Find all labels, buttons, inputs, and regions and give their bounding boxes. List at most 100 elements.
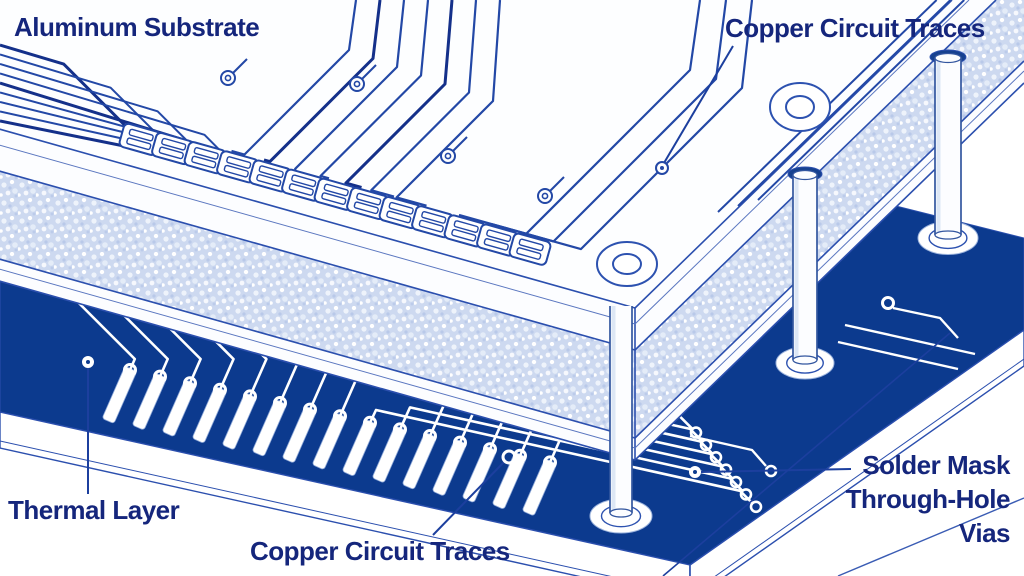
pad-ring: [153, 369, 167, 384]
pad-ring: [123, 363, 137, 377]
pad-ring: [333, 409, 347, 424]
leader-dot-center: [86, 360, 90, 364]
pin-bottom-cap: [934, 230, 962, 240]
label-copper-traces-top: Copper Circuit Traces: [725, 13, 985, 43]
label-solder-mask-vias: Solder Mask Through-Hole Vias: [845, 448, 1011, 550]
through-hole-via-pin: [589, 306, 653, 534]
pin-top-cap: [792, 169, 818, 181]
copper-trace-lower: [892, 306, 959, 339]
copper-trace-lower: [108, 299, 169, 378]
copper-trace-upper: [231, 0, 358, 156]
copper-trace-lower: [62, 287, 137, 371]
copper-trace-upper: [0, 53, 159, 136]
leader-copper-top: [663, 45, 734, 164]
through-hole-via-pin: [917, 49, 979, 255]
copper-trace-upper: [0, 72, 224, 154]
copper-trace-lower: [837, 340, 959, 371]
copper-trace-corner: [757, 0, 965, 201]
pin-shade: [936, 58, 941, 235]
pad-ring: [273, 396, 287, 410]
via-hole: [224, 74, 232, 82]
smd-pad: [346, 186, 389, 220]
leader-dot-center: [660, 166, 664, 170]
through-hole-pins: [589, 49, 979, 534]
smd-pad: [508, 232, 552, 266]
pad-ring: [423, 429, 437, 443]
copper-trace-upper: [344, 0, 454, 189]
lower-board-front-face: [0, 411, 691, 576]
smd-pad: [183, 141, 227, 175]
label-through-hole: Through-Hole: [845, 484, 1011, 514]
label-thermal-layer: Thermal Layer: [8, 495, 180, 525]
trace-terminal-ring: [739, 488, 753, 501]
copper-trace-upper: [370, 0, 478, 198]
pin-bottom-cap: [792, 355, 818, 365]
trace-terminal-ring: [729, 475, 743, 489]
lower-board-copper-details: [62, 287, 976, 516]
copper-trace-upper: [319, 0, 430, 180]
pad-ring: [393, 422, 407, 437]
through-hole-via-pin: [775, 166, 835, 380]
pad-ring: [453, 435, 467, 450]
upper-board-copper-details: [0, 0, 965, 266]
pin-shade: [794, 175, 799, 360]
smd-pad: [151, 132, 194, 166]
pad-ring: [243, 389, 257, 404]
leader-dot-center: [693, 470, 697, 474]
copper-trace-lower: [398, 406, 743, 492]
via-hole: [353, 80, 361, 88]
mounting-hole: [785, 95, 815, 119]
copper-trace-corner: [737, 0, 952, 207]
via-stub: [361, 64, 377, 80]
pin-bottom-cap: [609, 508, 633, 518]
via-ring: [537, 188, 553, 204]
leader-lines: [82, 45, 951, 576]
copper-trace-upper: [491, 0, 728, 243]
pad-ring: [183, 376, 197, 391]
right-face-line: [714, 358, 1024, 576]
front-face-line: [0, 440, 612, 576]
pin-shade: [611, 306, 616, 513]
leader-dot-copper-bottom: [501, 449, 517, 465]
via-hole: [541, 192, 549, 200]
front-laminate-top: [0, 129, 635, 350]
right-aluminum-core: [635, 0, 1024, 438]
copper-trace-upper: [294, 0, 406, 171]
copper-trace-upper: [0, 63, 191, 145]
pad-ring: [213, 382, 227, 397]
mounting-hole: [612, 253, 642, 275]
leader-solder-mask: [700, 468, 852, 473]
label-solder-mask: Solder Mask: [862, 450, 1010, 480]
via-ring: [440, 148, 456, 164]
label-vias: Vias: [958, 518, 1011, 548]
copper-trace-upper: [263, 0, 382, 164]
pad-ring: [543, 455, 557, 470]
pad-ring: [303, 402, 317, 417]
label-aluminum-substrate: Aluminum Substrate: [14, 12, 260, 42]
trace-terminal-ring: [881, 296, 895, 310]
leader-vias: [662, 332, 951, 576]
front-laminate-bottom: [0, 259, 635, 460]
stray-edge-line: [837, 497, 1024, 576]
via-hole: [444, 152, 452, 160]
via-stub: [452, 136, 468, 152]
smd-pad: [118, 122, 162, 156]
pad-ring: [483, 442, 497, 457]
front-aluminum-core: [0, 171, 635, 438]
pad-ring: [363, 415, 377, 430]
trace-terminal-ring: [749, 500, 763, 514]
copper-trace-lower: [689, 434, 767, 467]
leader-copper-bottom: [432, 460, 506, 536]
label-copper-traces-bottom: Copper Circuit Traces: [250, 536, 510, 566]
mounting-holes: [596, 82, 831, 287]
copper-trace-lower: [368, 408, 753, 504]
copper-trace-lower: [844, 323, 976, 356]
trace-terminal-ring: [719, 463, 733, 476]
lower-board-right-face: [689, 329, 1024, 576]
via-stub: [232, 58, 248, 74]
right-laminate-bottom: [635, 61, 1024, 460]
via-ring: [220, 70, 236, 86]
trace-terminal-ring: [709, 450, 723, 464]
